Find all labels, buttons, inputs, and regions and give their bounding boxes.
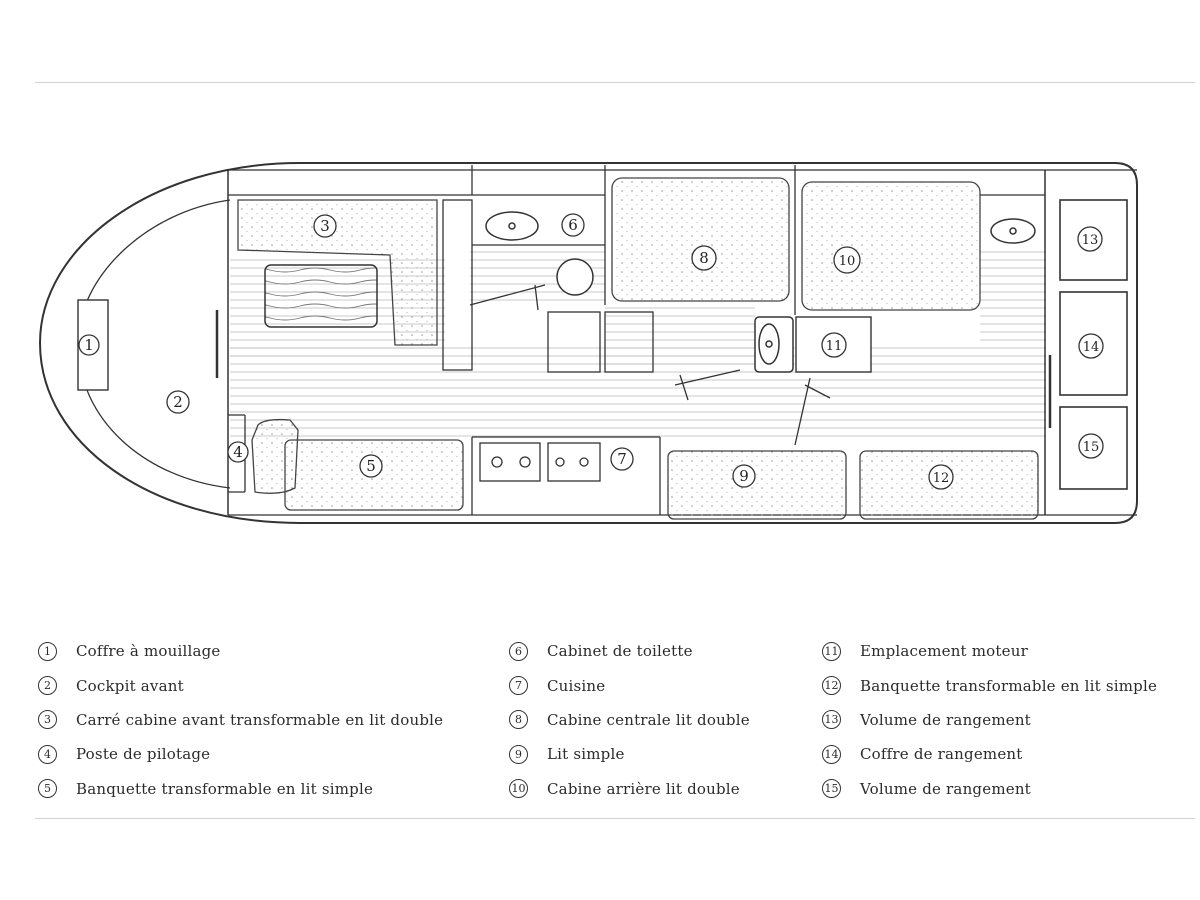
legend-number: 4 <box>38 744 57 764</box>
plan-marker-1: 1 <box>78 334 100 356</box>
legend-label: Coffre à mouillage <box>76 642 221 661</box>
top-rule <box>35 82 1195 83</box>
legend-label: Banquette transformable en lit simple <box>76 779 374 798</box>
legend-number: 13 <box>822 710 841 730</box>
svg-text:3: 3 <box>320 217 330 235</box>
legend-item: 1 Coffre à mouillage <box>38 634 443 668</box>
plan-marker-10: 10 <box>833 246 861 274</box>
legend-item: 3 Carré cabine avant transformable en lit… <box>38 703 443 737</box>
bottom-rule <box>35 818 1195 819</box>
legend-number: 10 <box>509 779 528 799</box>
legend-item: 13 Volume de rangement <box>822 703 1157 737</box>
legend-item: 10 Cabine arrière lit double <box>509 772 750 806</box>
legend-label: Cabine centrale lit double <box>547 710 750 729</box>
plan-marker-11: 11 <box>821 332 847 358</box>
svg-text:12: 12 <box>933 471 950 486</box>
legend-number: 8 <box>509 710 528 730</box>
legend-number: 14 <box>822 744 841 764</box>
deck-planking <box>230 245 1045 440</box>
saloon-table <box>264 264 378 328</box>
svg-text:5: 5 <box>366 457 376 475</box>
hull-outline <box>38 162 1138 524</box>
plan-marker-7: 7 <box>610 447 634 471</box>
plan-marker-14: 14 <box>1078 333 1104 359</box>
legend-label: Banquette transformable en lit simple <box>860 676 1158 695</box>
plan-markers: 1 2 3 4 5 6 7 8 9 10 11 12 13 14 15 <box>78 213 1104 490</box>
plan-marker-12: 12 <box>928 464 954 490</box>
plan-marker-8: 8 <box>691 245 717 271</box>
legend-label: Lit simple <box>547 745 625 764</box>
plan-marker-3: 3 <box>313 214 337 238</box>
berths <box>237 177 1039 520</box>
legend-number: 9 <box>509 744 528 764</box>
plan-marker-2: 2 <box>166 390 190 414</box>
legend-label: Carré cabine avant transformable en lit … <box>76 710 444 729</box>
svg-text:9: 9 <box>739 467 749 485</box>
galley-counter <box>479 442 601 482</box>
legend-item: 6 Cabinet de toilette <box>509 634 750 668</box>
plan-marker-13: 13 <box>1077 226 1103 252</box>
svg-text:7: 7 <box>617 450 627 468</box>
svg-text:11: 11 <box>826 339 843 354</box>
legend-number: 1 <box>38 641 57 661</box>
boat-floor-plan: 1 2 3 4 5 6 7 8 9 10 11 12 13 14 15 <box>38 162 1138 524</box>
internal-walls <box>228 165 1045 515</box>
legend-number: 3 <box>38 710 57 730</box>
legend-label: Cabine arrière lit double <box>547 779 740 798</box>
plan-marker-9: 9 <box>732 464 756 488</box>
legend-label: Cabinet de toilette <box>547 642 693 661</box>
legend-number: 5 <box>38 779 57 799</box>
legend-number: 11 <box>822 641 841 661</box>
legend-label: Cuisine <box>547 676 606 695</box>
sanitary-fixtures <box>485 211 1036 373</box>
legend-number: 6 <box>509 641 528 661</box>
plan-marker-4: 4 <box>227 441 249 463</box>
legend-item: 8 Cabine centrale lit double <box>509 703 750 737</box>
legend-label: Cockpit avant <box>76 676 184 695</box>
legend-item: 5 Banquette transformable en lit simple <box>38 772 443 806</box>
legend-item: 14 Coffre de rangement <box>822 737 1157 771</box>
legend-label: Volume de rangement <box>860 779 1031 798</box>
legend-label: Poste de pilotage <box>76 745 211 764</box>
legend-column-1: 1 Coffre à mouillage 2 Cockpit avant 3 Carr… <box>38 634 443 806</box>
svg-text:15: 15 <box>1083 440 1100 455</box>
svg-text:6: 6 <box>568 216 578 234</box>
plan-marker-6: 6 <box>561 213 585 237</box>
legend-item: 4 Poste de pilotage <box>38 737 443 771</box>
legend-label: Emplacement moteur <box>860 642 1028 661</box>
svg-text:14: 14 <box>1083 340 1100 355</box>
legend-item: 11 Emplacement moteur <box>822 634 1157 668</box>
svg-text:4: 4 <box>233 443 243 461</box>
legend-number: 12 <box>822 676 841 696</box>
plan-marker-5: 5 <box>359 454 383 478</box>
legend-column-2: 6 Cabinet de toilette 7 Cuisine 8 Cabine ce… <box>509 634 750 806</box>
svg-text:1: 1 <box>84 336 94 354</box>
svg-text:2: 2 <box>173 393 183 411</box>
plan-marker-15: 15 <box>1078 433 1104 459</box>
legend-item: 7 Cuisine <box>509 668 750 702</box>
legend-number: 15 <box>822 779 841 799</box>
svg-text:8: 8 <box>699 249 709 267</box>
legend-column-3: 11 Emplacement moteur 12 Banquette transfo… <box>822 634 1157 806</box>
legend-item: 15 Volume de rangement <box>822 772 1157 806</box>
legend-item: 9 Lit simple <box>509 737 750 771</box>
legend-label: Coffre de rangement <box>860 745 1023 764</box>
legend-number: 7 <box>509 676 528 696</box>
svg-text:10: 10 <box>839 254 856 269</box>
legend-label: Volume de rangement <box>860 710 1031 729</box>
svg-text:13: 13 <box>1082 233 1099 248</box>
legend-item: 12 Banquette transformable en lit simple <box>822 668 1157 702</box>
legend-item: 2 Cockpit avant <box>38 668 443 702</box>
legend-number: 2 <box>38 676 57 696</box>
